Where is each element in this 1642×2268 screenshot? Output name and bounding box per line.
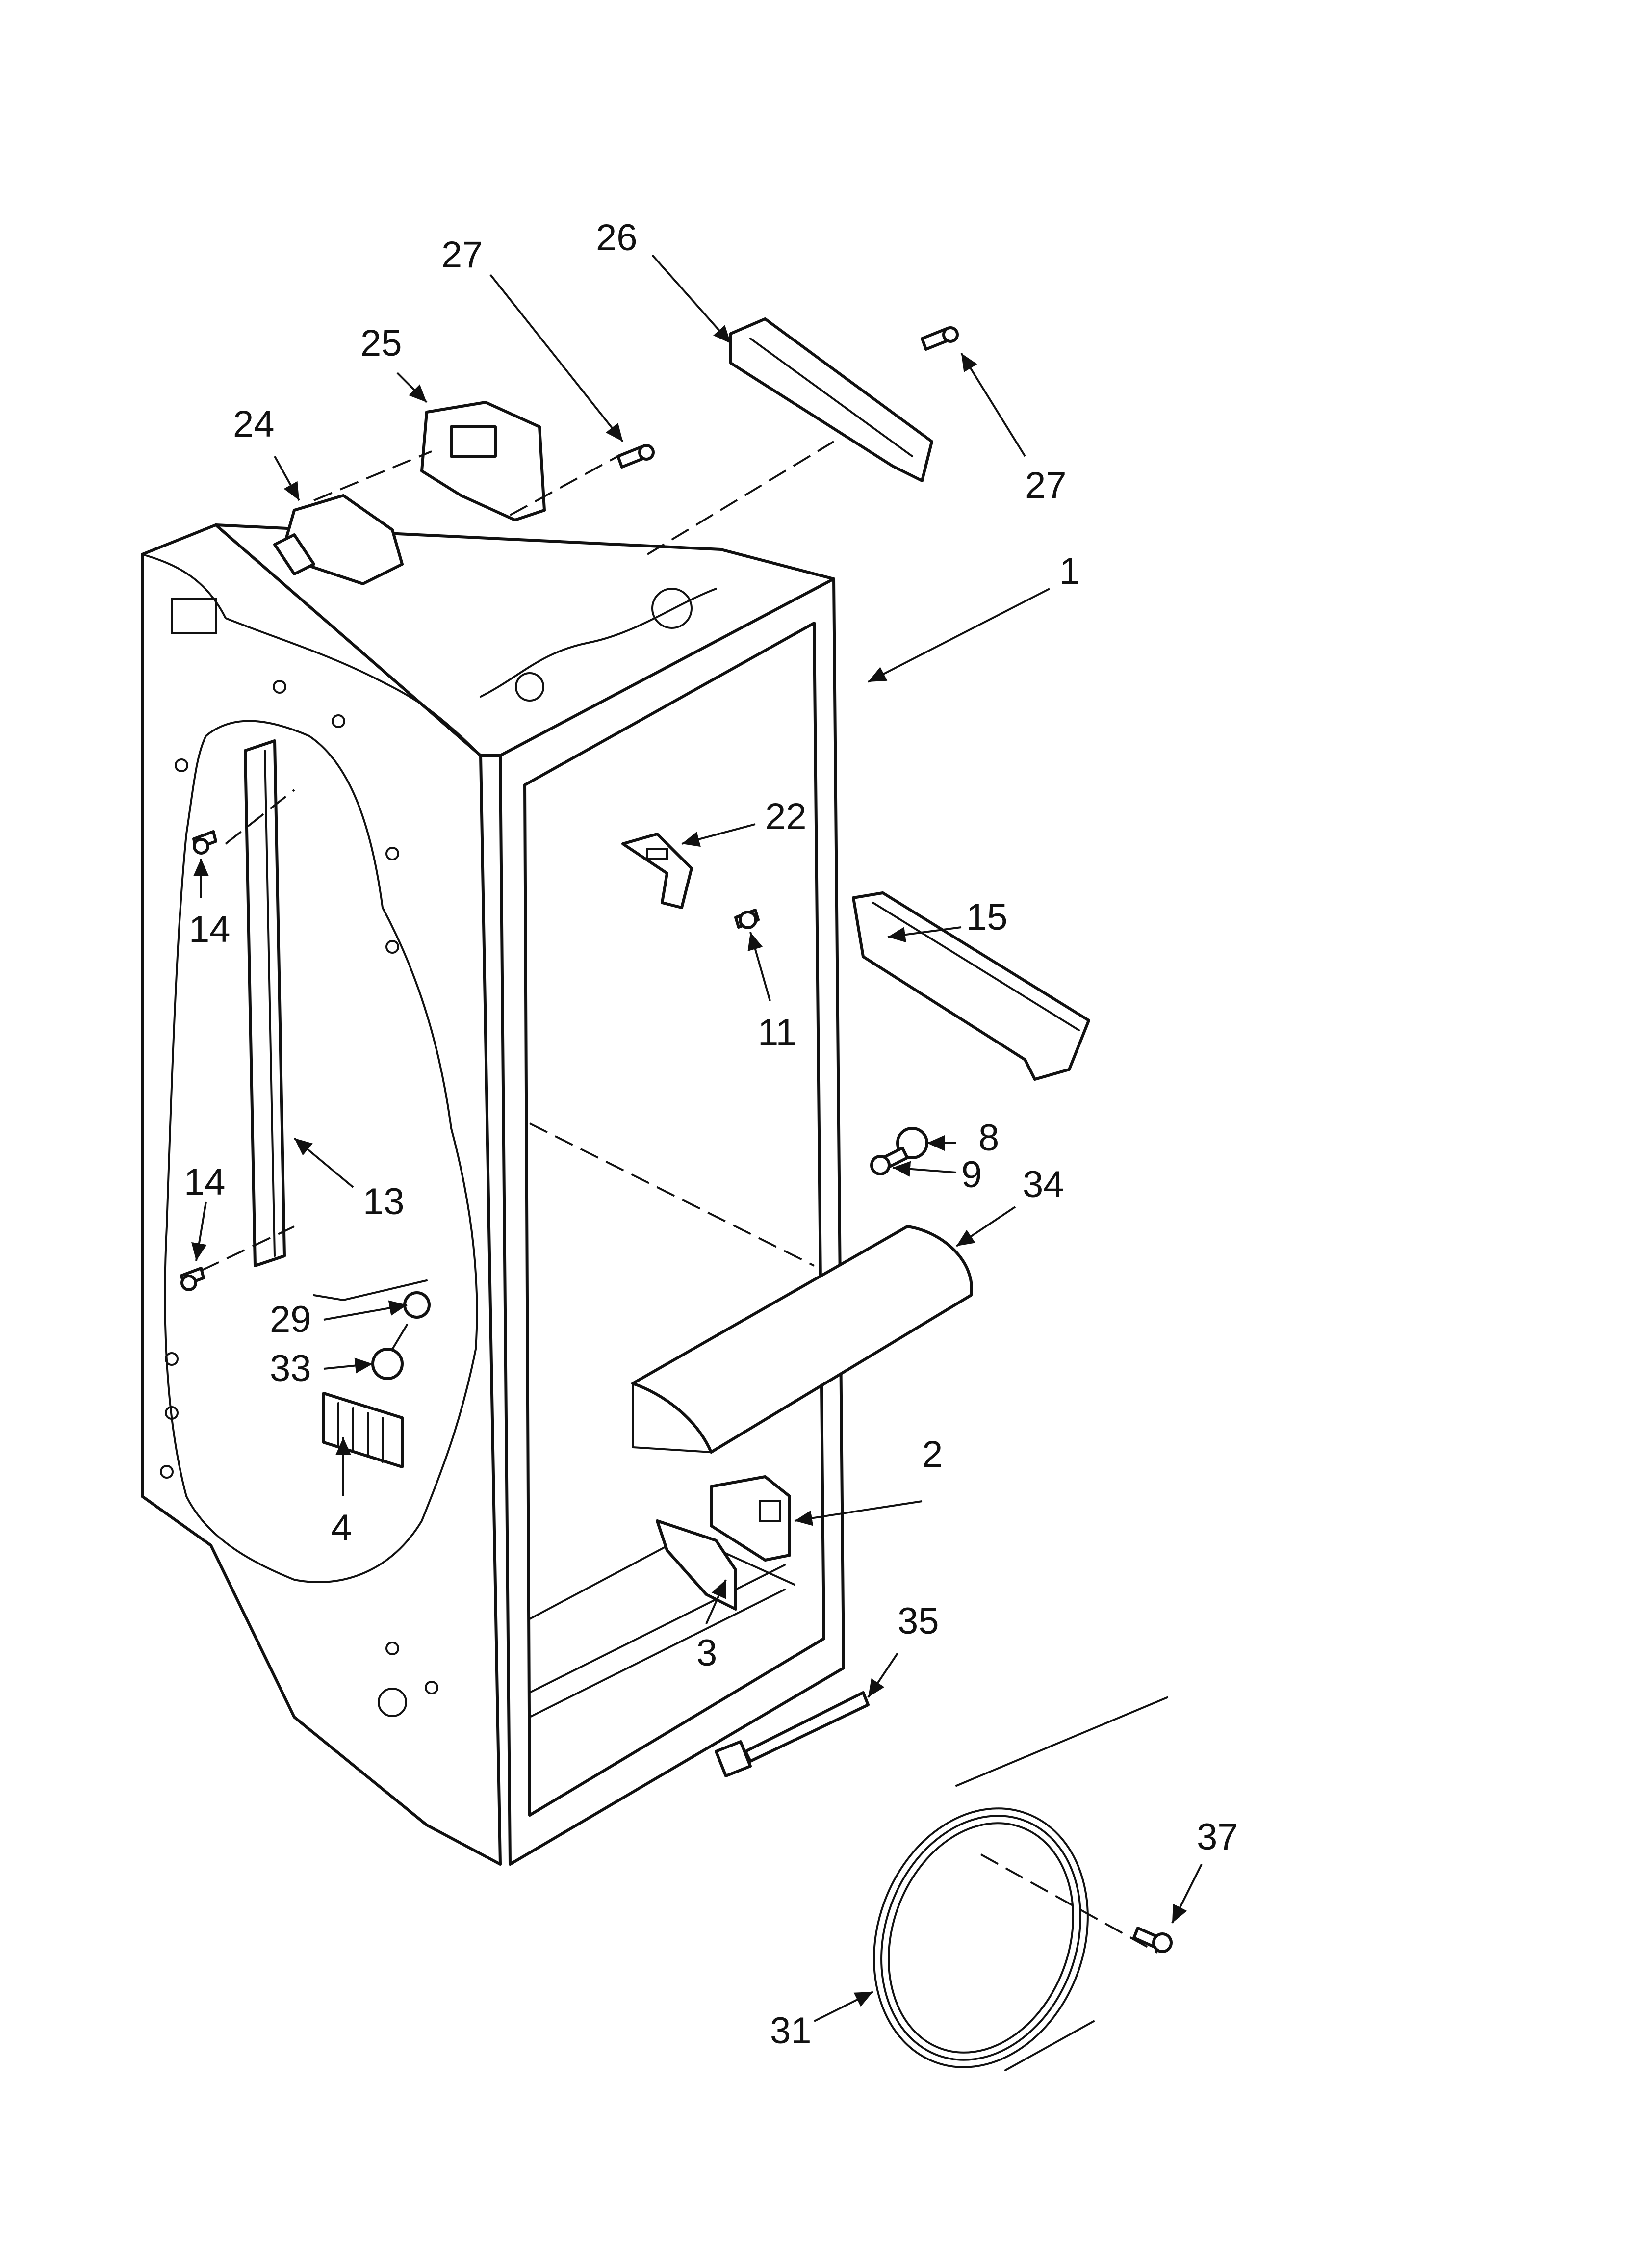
callout-37: 37 (1197, 1816, 1238, 1858)
callout-34: 34 (1023, 1164, 1064, 1205)
screw-27-right (921, 326, 959, 351)
cable-tie-35 (715, 1691, 870, 1777)
callout-4: 4 (331, 1507, 352, 1549)
callout-29: 29 (270, 1299, 311, 1340)
callout-35: 35 (898, 1600, 939, 1642)
mounting-bracket (420, 401, 546, 521)
bracket-22 (621, 833, 693, 909)
screw-14-upper (192, 830, 217, 855)
bulb-33 (371, 1324, 408, 1380)
callout-33: 33 (270, 1348, 311, 1389)
callout-14-lower: 14 (184, 1161, 226, 1203)
bracket-2 (710, 1475, 791, 1562)
callout-25: 25 (360, 322, 402, 364)
callout-24: 24 (233, 403, 275, 445)
callout-2: 2 (922, 1434, 943, 1475)
callout-labels: 27 26 25 24 27 1 22 15 14 11 8 9 34 13 1… (184, 217, 1238, 2052)
screw-27-left (616, 444, 655, 469)
control-housing (273, 494, 404, 585)
callout-22: 22 (765, 796, 807, 837)
callout-1: 1 (1059, 550, 1080, 592)
cover-34 (631, 1225, 973, 1454)
callout-8: 8 (978, 1117, 999, 1159)
callout-27-left: 27 (441, 234, 483, 276)
callout-13: 13 (363, 1181, 405, 1223)
callout-11: 11 (758, 1012, 796, 1053)
shelf-rail (201, 739, 295, 1272)
callout-26: 26 (596, 217, 638, 259)
top-channel (646, 317, 933, 555)
callout-9: 9 (961, 1154, 982, 1196)
callout-31: 31 (770, 2010, 812, 2052)
water-tube-31 (873, 1696, 1168, 2071)
callout-14-upper: 14 (189, 909, 231, 950)
callout-3: 3 (696, 1632, 717, 1674)
screw-37 (1132, 1927, 1173, 1953)
cabinet-liner (141, 523, 845, 1866)
screw-14-lower (180, 1267, 205, 1291)
trim-15 (852, 891, 1090, 1081)
callout-27-right: 27 (1025, 465, 1067, 506)
leaders (191, 254, 1203, 2022)
callout-15: 15 (966, 896, 1008, 938)
screw-11 (734, 909, 760, 929)
